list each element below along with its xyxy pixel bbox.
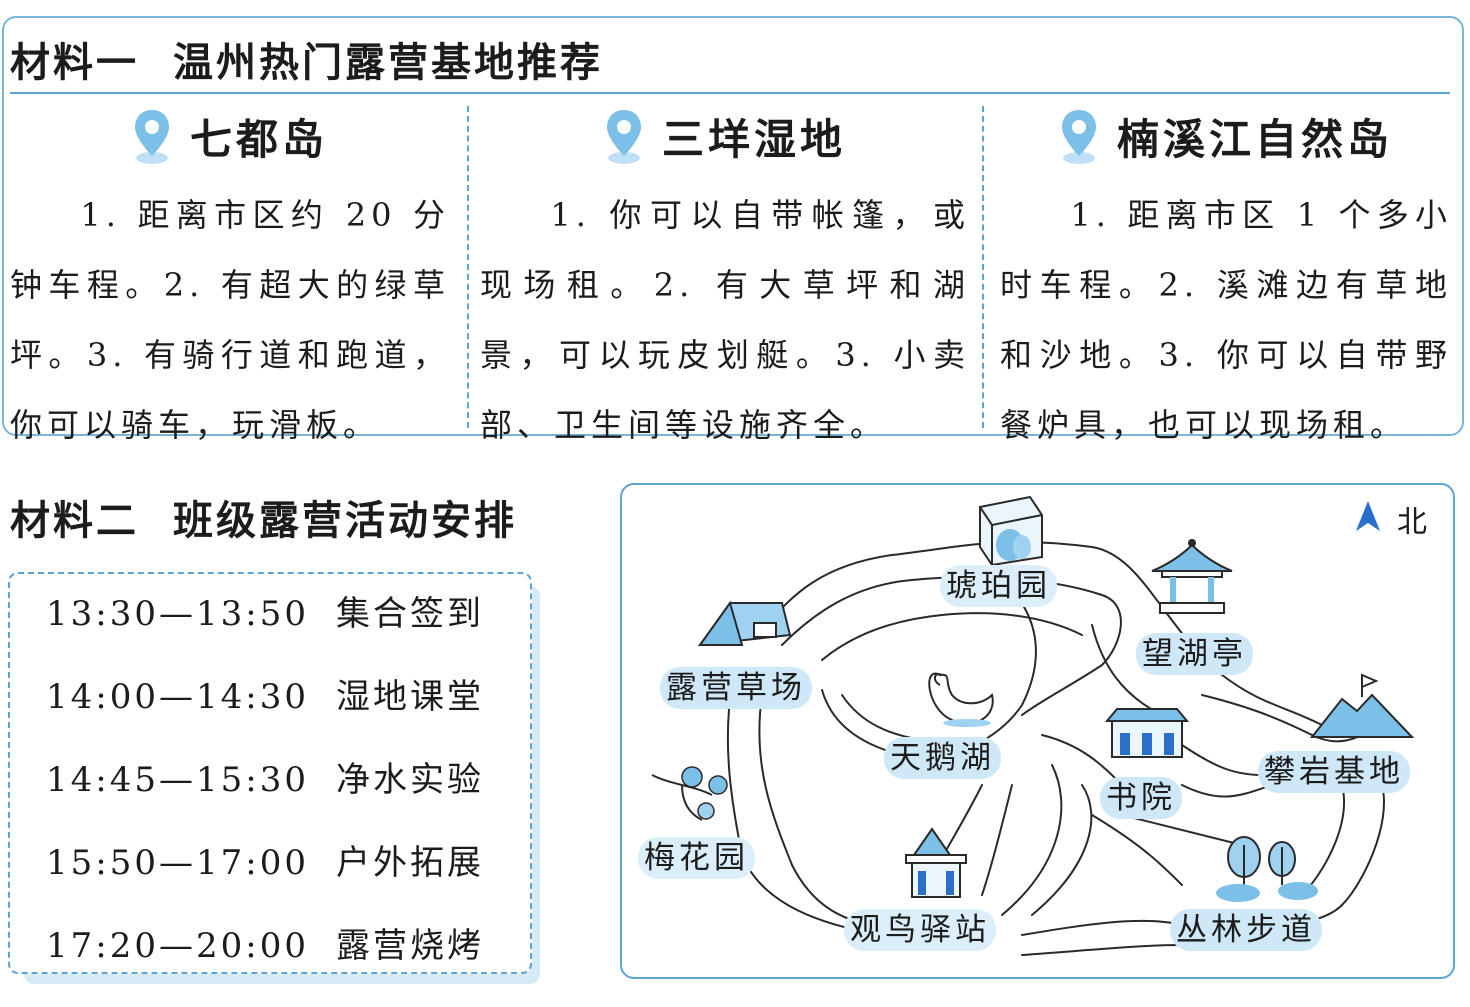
map-label-plum: 梅花园: [638, 837, 755, 879]
schedule-row: 13:30—13:50 集合签到: [46, 586, 484, 635]
swan-icon: [928, 672, 994, 727]
schedule-time: 14:00—14:30: [46, 677, 309, 717]
schedule-row: 14:00—14:30 湿地课堂: [46, 669, 484, 718]
map-label-climb: 攀岩基地: [1258, 751, 1410, 793]
academy-icon: [1104, 708, 1190, 758]
map-label-academy: 书院: [1100, 777, 1182, 819]
schedule-activity: 露营烧烤: [336, 926, 484, 966]
material2-label: 材料二: [10, 498, 139, 544]
map-label-amber: 琥珀园: [940, 565, 1057, 607]
schedule-time: 14:45—15:30: [46, 760, 309, 800]
plum-blossom-icon: [651, 766, 728, 821]
material1-panel: [2, 16, 1464, 436]
column-divider: [982, 106, 984, 428]
schedule-row: 14:45—15:30 净水实验: [46, 752, 484, 801]
schedule-card: 13:30—13:50 集合签到 14:00—14:30 湿地课堂 14:45—15…: [8, 572, 532, 974]
schedule-time: 13:30—13:50: [46, 594, 309, 634]
site-card: 三垟湿地 1. 你可以自带帐篷，或现场租。2. 有大草坪和湖景，可以玩皮划艇。3…: [480, 96, 970, 444]
material2-title: 班级露营活动安排: [173, 498, 517, 544]
tent-icon: [697, 600, 792, 647]
map-paths: [651, 495, 1415, 956]
material1-heading: 材料一温州热门露营基地推荐: [10, 30, 603, 88]
site-card: 楠溪江自然岛 1. 距离市区 1 个多小时车程。2. 溪滩边有草地和沙地。3. …: [1000, 96, 1452, 444]
site-name: 三垟湿地: [661, 114, 846, 164]
north-indicator: 北: [1367, 497, 1427, 541]
map-label-swan: 天鹅湖: [884, 737, 1001, 779]
schedule-row: 17:20—20:00 露营烧烤: [46, 918, 484, 967]
map-label-bird: 观鸟驿站: [844, 909, 996, 951]
forest-icon: [1216, 836, 1318, 902]
schedule-time: 17:20—20:00: [46, 926, 309, 966]
site-description: 1. 你可以自带帐篷，或现场租。2. 有大草坪和湖景，可以玩皮划艇。3. 小卖部…: [480, 196, 970, 444]
north-label: 北: [1397, 505, 1427, 540]
schedule-activity: 户外拓展: [336, 843, 484, 883]
site-description: 1. 距离市区约 20 分钟车程。2. 有超大的绿草坪。3. 有骑行道和跑道，你…: [10, 196, 450, 444]
material1-title: 温州热门露营基地推荐: [173, 40, 603, 86]
schedule-activity: 净水实验: [336, 760, 484, 800]
schedule-activity: 湿地课堂: [336, 677, 484, 717]
site-card: 七都岛 1. 距离市区约 20 分钟车程。2. 有超大的绿草坪。3. 有骑行道和…: [10, 96, 450, 444]
schedule-activity: 集合签到: [336, 594, 484, 634]
campsite-map: 北 琥珀园 望湖亭 露营草场 天鹅湖 书院 攀岩基地 梅花园 观鸟驿站 丛林步道: [620, 483, 1455, 979]
schedule-row: 15:50—17:00 户外拓展: [46, 835, 484, 884]
map-label-forest: 丛林步道: [1170, 909, 1322, 951]
pavilion-icon: [1151, 539, 1233, 614]
site-name: 七都岛: [189, 114, 328, 164]
material1-divider: [10, 92, 1450, 94]
mountain-icon: [1309, 673, 1415, 738]
site-header: 楠溪江自然岛: [1000, 96, 1452, 176]
schedule-time: 15:50—17:00: [46, 843, 309, 883]
site-header: 三垟湿地: [480, 96, 970, 176]
material2-heading: 材料二班级露营活动安排: [10, 488, 517, 546]
north-arrow-icon: [1356, 501, 1380, 531]
location-pin-icon: [1061, 110, 1096, 164]
map-label-camp: 露营草场: [660, 667, 812, 709]
column-divider: [467, 106, 469, 428]
bird-station-icon: [905, 827, 967, 898]
material1-label: 材料一: [10, 40, 139, 86]
location-pin-icon: [606, 110, 641, 164]
map-label-pavilion: 望湖亭: [1136, 633, 1253, 675]
site-header: 七都岛: [10, 96, 450, 176]
site-description: 1. 距离市区 1 个多小时车程。2. 溪滩边有草地和沙地。3. 你可以自带野餐…: [1000, 196, 1452, 444]
location-pin-icon: [134, 110, 169, 164]
amber-cube-icon: [979, 495, 1043, 567]
site-name: 楠溪江自然岛: [1116, 114, 1393, 164]
